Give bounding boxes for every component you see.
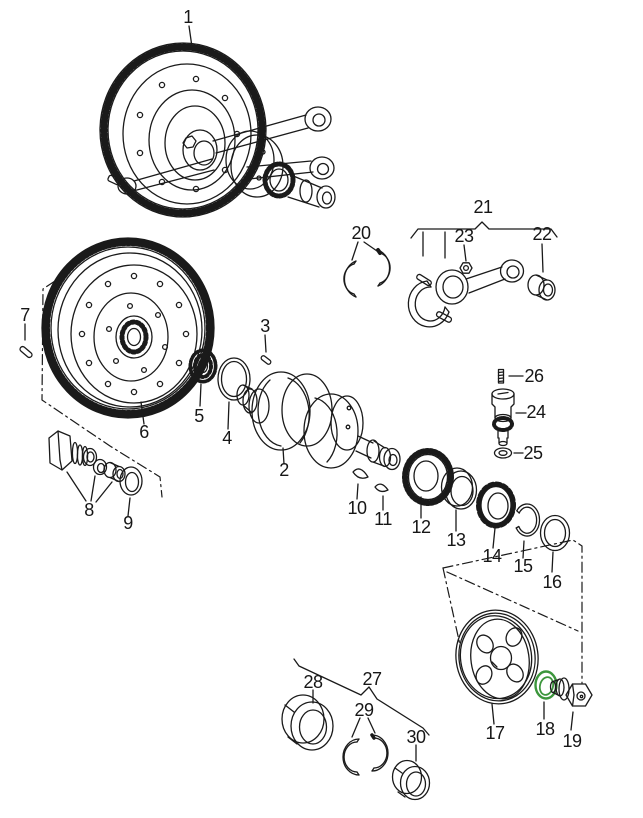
part-callout-4[interactable]: 4 (222, 428, 232, 448)
part-callout-23[interactable]: 23 (454, 226, 474, 246)
part-callout-12[interactable]: 12 (411, 517, 431, 537)
part-callout-21[interactable]: 21 (473, 197, 493, 217)
part-callout-11[interactable]: 11 (374, 509, 392, 529)
part-callout-2[interactable]: 2 (279, 460, 289, 480)
part-callout-30[interactable]: 30 (406, 727, 426, 747)
part-callout-18[interactable]: 18 (535, 719, 555, 739)
part-callout-29[interactable]: 29 (354, 700, 374, 720)
spacer-ring-drawing (440, 467, 478, 532)
part-callout-20[interactable]: 20 (351, 223, 371, 243)
gland-nut-drawing (48, 430, 126, 503)
part-callout-25[interactable]: 25 (523, 443, 543, 463)
part-callout-24[interactable]: 24 (526, 402, 546, 422)
rod-bearing-shells-drawing (343, 241, 391, 298)
part-callout-16[interactable]: 16 (542, 572, 562, 592)
part-callout-6[interactable]: 6 (139, 422, 149, 442)
timing-gear-drawing (402, 448, 454, 519)
part-callout-7[interactable]: 7 (20, 305, 30, 325)
part-callout-28[interactable]: 28 (303, 672, 323, 692)
part-callout-13[interactable]: 13 (446, 530, 466, 550)
pulley-bolt-drawing (549, 677, 593, 731)
part-callout-15[interactable]: 15 (513, 556, 533, 576)
flywheel-crankshaft-assembly-drawing (99, 25, 336, 218)
part-callout-8[interactable]: 8 (84, 500, 94, 520)
o-ring-drawing (217, 357, 251, 430)
main-bearings-drawing (281, 658, 431, 801)
spring-washer-highlighted-drawing (534, 670, 558, 700)
part-callout-5[interactable]: 5 (194, 406, 204, 426)
distributor-drive-drawing (491, 368, 527, 459)
part-callout-26[interactable]: 26 (524, 366, 544, 386)
part-callout-22[interactable]: 22 (532, 224, 552, 244)
shim-ring-drawing (539, 514, 571, 573)
part-callout-10[interactable]: 10 (347, 498, 367, 518)
castellated-ring-drawing (476, 481, 516, 549)
part-callout-1[interactable]: 1 (183, 7, 193, 27)
snap-ring-drawing (515, 503, 541, 559)
flywheel-drawing (19, 237, 215, 425)
group-boundary-lines (41, 280, 583, 684)
part-callout-3[interactable]: 3 (260, 316, 270, 336)
part-callout-9[interactable]: 9 (123, 513, 133, 533)
part-callout-27[interactable]: 27 (362, 669, 382, 689)
connecting-rod-drawing (407, 221, 558, 328)
dowel-pin-drawing (260, 334, 272, 365)
part-callout-17[interactable]: 17 (485, 723, 505, 743)
part-callout-19[interactable]: 19 (562, 731, 582, 751)
part-callout-14[interactable]: 14 (482, 546, 502, 566)
bearing-ring-drawing (188, 348, 218, 407)
crankshaft-drawing (236, 371, 401, 511)
crank-pulley-drawing (455, 609, 539, 725)
washer-drawing (119, 466, 143, 517)
